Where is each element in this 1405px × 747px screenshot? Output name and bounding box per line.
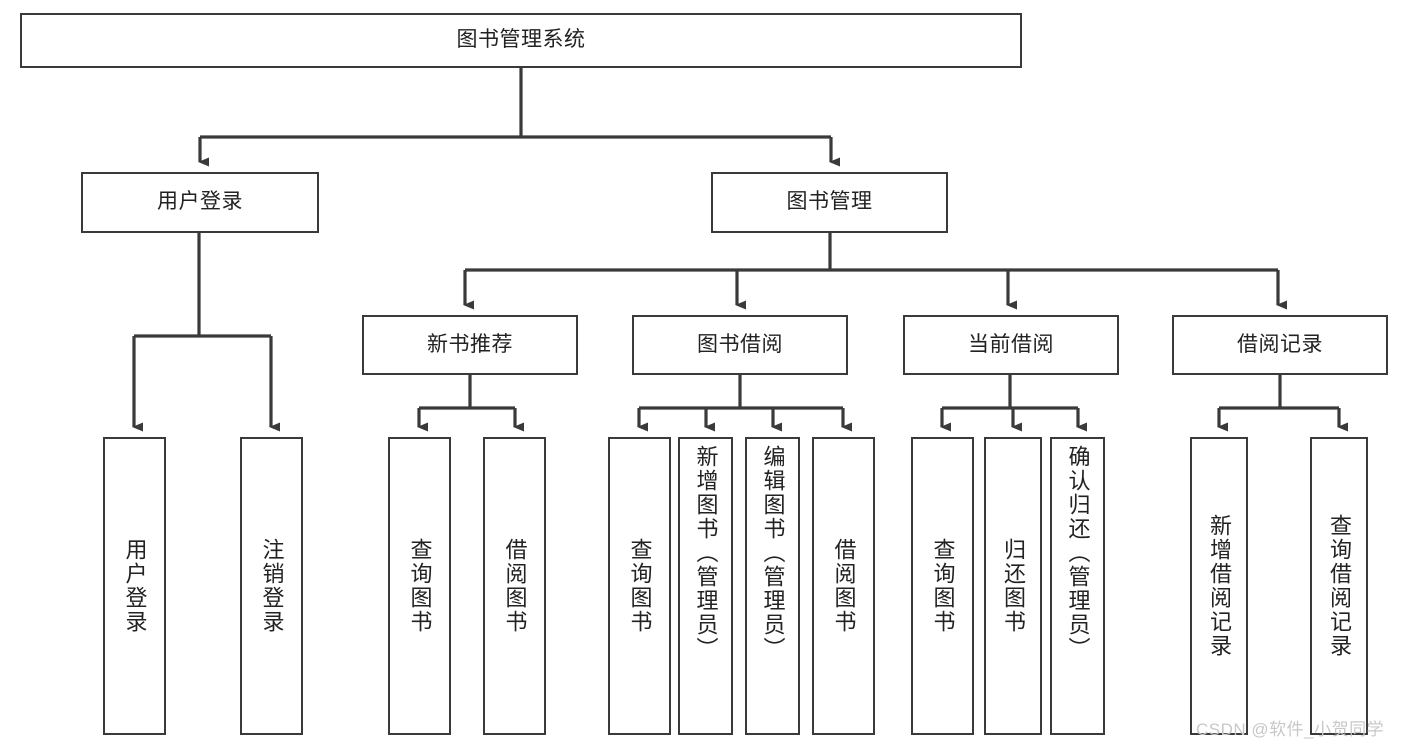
csdn-watermark: CSDN @软件_小贺同学: [1196, 720, 1385, 739]
leaf-add-book-admin-label: 新增图书（管理员）: [693, 445, 719, 661]
leaf-confirm-return-admin-label: 确认归还（管理员）: [1065, 445, 1091, 661]
leaf-borrow-book-2[interactable]: 借阅图书: [812, 437, 875, 735]
leaf-user-login[interactable]: 用户登录: [103, 437, 166, 735]
node-new-book-recommend[interactable]: 新书推荐: [362, 315, 578, 375]
leaf-return-book[interactable]: 归还图书: [984, 437, 1042, 735]
leaf-confirm-return-admin[interactable]: 确认归还（管理员）: [1050, 437, 1105, 735]
leaf-query-book-1[interactable]: 查询图书: [388, 437, 451, 735]
node-book-borrow-label: 图书借阅: [697, 332, 783, 356]
node-user-login-label: 用户登录: [157, 190, 243, 214]
leaf-query-book-1-label: 查询图书: [407, 538, 433, 634]
node-current-borrow[interactable]: 当前借阅: [903, 315, 1119, 375]
leaf-edit-book-admin[interactable]: 编辑图书（管理员）: [745, 437, 800, 735]
node-book-manage-label: 图书管理: [786, 190, 873, 214]
leaf-user-login-label: 用户登录: [122, 538, 148, 634]
leaf-add-borrow-record-label: 新增借阅记录: [1207, 514, 1232, 658]
leaf-user-logout-label: 注销登录: [259, 538, 285, 634]
node-user-login[interactable]: 用户登录: [81, 172, 319, 233]
leaf-add-book-admin[interactable]: 新增图书（管理员）: [678, 437, 733, 735]
leaf-user-logout[interactable]: 注销登录: [240, 437, 303, 735]
leaf-query-book-3-label: 查询图书: [930, 538, 956, 634]
leaf-query-borrow-record[interactable]: 查询借阅记录: [1310, 437, 1368, 735]
node-root-label: 图书管理系统: [456, 28, 586, 52]
node-book-manage[interactable]: 图书管理: [711, 172, 948, 233]
node-book-borrow[interactable]: 图书借阅: [632, 315, 848, 375]
node-current-borrow-label: 当前借阅: [968, 332, 1054, 356]
leaf-query-book-2[interactable]: 查询图书: [608, 437, 671, 735]
node-new-book-recommend-label: 新书推荐: [427, 332, 513, 356]
leaf-query-book-2-label: 查询图书: [627, 538, 653, 634]
leaf-borrow-book-1-label: 借阅图书: [502, 538, 528, 634]
node-root[interactable]: 图书管理系统: [20, 13, 1022, 68]
leaf-borrow-book-2-label: 借阅图书: [831, 538, 857, 634]
leaf-query-book-3[interactable]: 查询图书: [911, 437, 974, 735]
leaf-borrow-book-1[interactable]: 借阅图书: [483, 437, 546, 735]
leaf-edit-book-admin-label: 编辑图书（管理员）: [760, 445, 786, 661]
leaf-return-book-label: 归还图书: [1001, 538, 1026, 634]
leaf-add-borrow-record[interactable]: 新增借阅记录: [1190, 437, 1248, 735]
node-borrow-record-label: 借阅记录: [1237, 332, 1323, 356]
node-borrow-record[interactable]: 借阅记录: [1172, 315, 1388, 375]
leaf-query-borrow-record-label: 查询借阅记录: [1327, 514, 1352, 658]
